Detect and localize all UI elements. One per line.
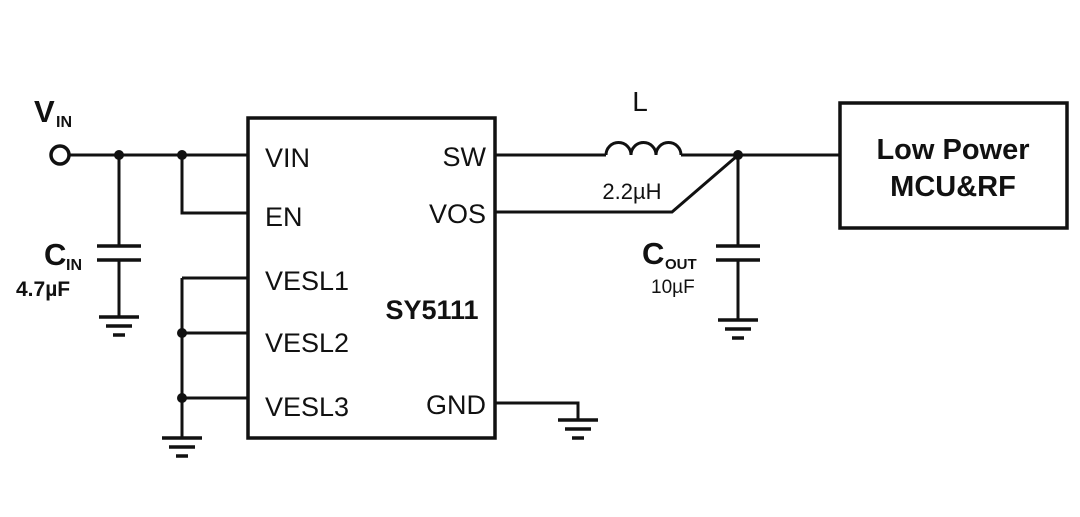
wire-gnd xyxy=(495,401,580,420)
ground-symbol-cout-icon xyxy=(718,318,758,340)
ic-part-number: SY5111 xyxy=(385,295,478,325)
vin-terminal-subscript: IN xyxy=(56,114,72,131)
capacitor-cout-icon xyxy=(716,244,760,262)
cout-label: C xyxy=(642,236,664,271)
ground-symbol-vesl-icon xyxy=(162,436,202,458)
pin-label-gnd: GND xyxy=(426,390,486,420)
wire-en-branch xyxy=(180,155,248,215)
pin-label-vesl3: VESL3 xyxy=(265,392,349,422)
cin-value: 4.7µF xyxy=(16,278,70,301)
cout-value: 10µF xyxy=(651,277,695,298)
pin-label-en: EN xyxy=(265,202,303,232)
pin-label-vos: VOS xyxy=(429,199,486,229)
load-label-line1: Low Power xyxy=(876,134,1029,166)
junction-dot-output xyxy=(733,150,743,160)
pin-label-vesl2: VESL2 xyxy=(265,328,349,358)
inductor-label: L xyxy=(632,86,648,117)
vin-terminal-label: V xyxy=(34,94,55,129)
ic-body xyxy=(246,116,497,440)
load-label-line2: MCU&RF xyxy=(890,171,1016,203)
load-box xyxy=(838,101,1069,230)
cin-label: C xyxy=(44,237,66,272)
ground-symbol-cin-icon xyxy=(99,315,139,337)
junction-dot-vesl2 xyxy=(177,328,187,338)
capacitor-cin-icon xyxy=(97,244,141,262)
inductor-coil-icon xyxy=(604,141,683,156)
junction-dot-cin xyxy=(114,150,124,160)
pin-label-vesl1: VESL1 xyxy=(265,266,349,296)
input-terminal-circle xyxy=(49,144,71,166)
ground-symbol-ic-gnd-icon xyxy=(558,418,598,440)
cout-subscript: OUT xyxy=(665,256,697,273)
junction-dot-vesl3 xyxy=(177,393,187,403)
junction-dot-en xyxy=(177,150,187,160)
wire-vos-sense xyxy=(495,154,738,214)
cin-subscript: IN xyxy=(66,257,82,274)
pin-label-sw: SW xyxy=(443,142,487,172)
pin-label-vin: VIN xyxy=(265,143,310,173)
inductor-value: 2.2µH xyxy=(602,179,661,204)
